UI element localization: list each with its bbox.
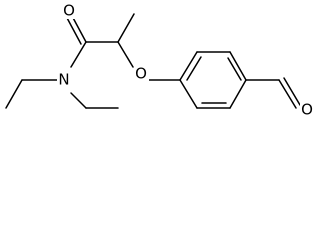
amide-nitrogen-label: N — [58, 71, 69, 89]
structure-diagram: O N O O — [5, 1, 315, 119]
aldehyde-double-bond-b — [283, 77, 301, 106]
carbonyl-nitrogen-bond — [70, 41, 87, 68]
carbonyl-double-bond-b — [65, 15, 82, 45]
alpha-methyl-bond — [117, 13, 135, 43]
nitrogen-ethyl-b-bond-1 — [70, 92, 87, 109]
ring-bond-1 — [179, 51, 198, 81]
ring-bond-3 — [229, 51, 247, 81]
aldehyde-double-bond-a — [278, 79, 297, 109]
ether-oxygen-bg — [134, 66, 149, 82]
ring-inner-double-1 — [186, 56, 202, 81]
ether-oxygen-label: O — [135, 65, 147, 83]
aldehyde-oxygen-label: O — [301, 101, 313, 119]
aldehyde-oxygen-bg — [300, 103, 315, 119]
atom-labels: O N O O — [57, 2, 315, 119]
nitrogen-ethyl-a-bond-2 — [5, 79, 23, 109]
alpha-ether-bond — [117, 41, 134, 68]
ring-bond-4 — [229, 79, 247, 109]
ring-inner-double-2 — [227, 57, 242, 81]
ring-bond-6 — [179, 79, 198, 109]
bonds — [5, 13, 301, 109]
amide-oxygen-label: O — [63, 2, 75, 20]
amide-nitrogen-bg — [57, 72, 72, 88]
molecule-canvas: O N O O — [5, 1, 315, 119]
amide-oxygen-bg — [62, 3, 76, 19]
